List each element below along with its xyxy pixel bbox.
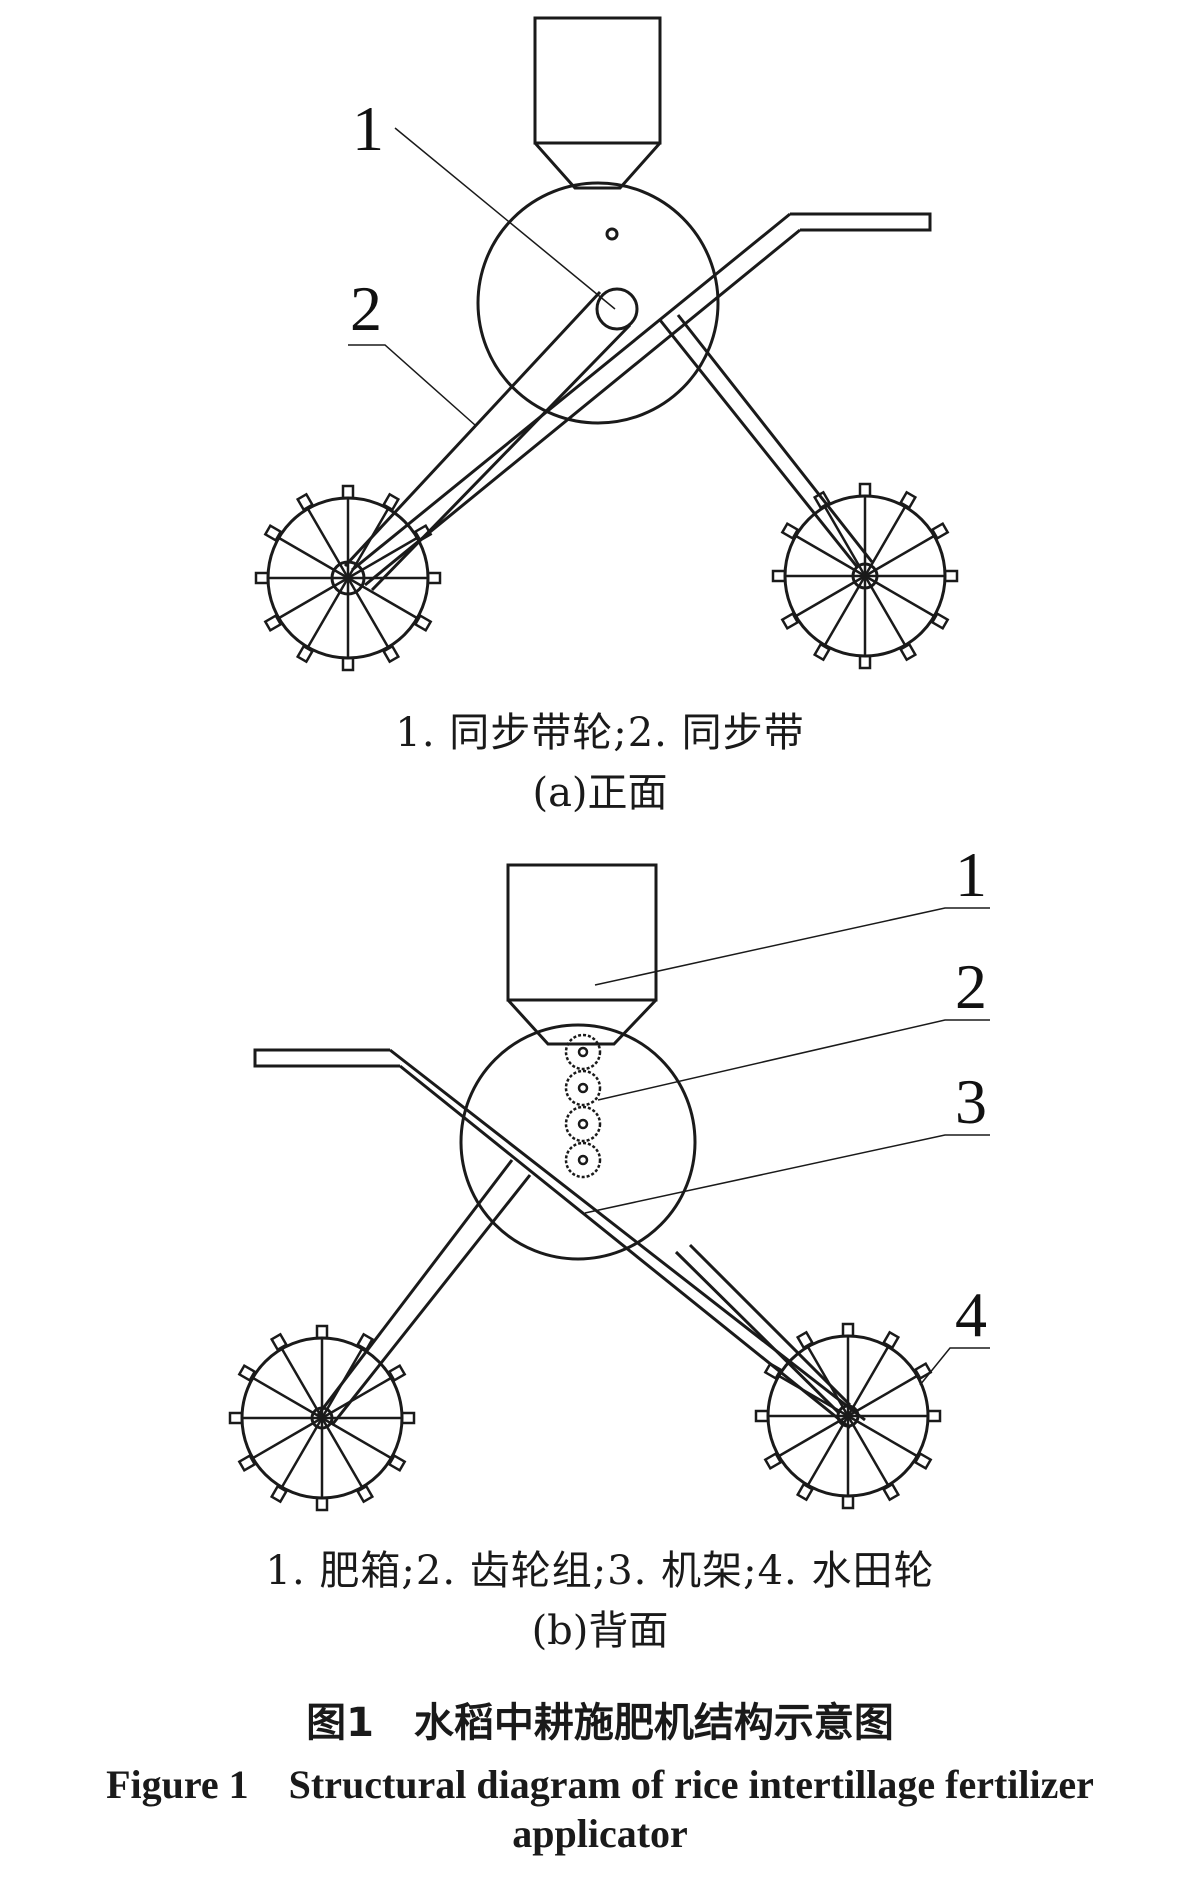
back-leader-3 <box>584 1134 990 1214</box>
front-leader-2 <box>348 344 476 426</box>
back-parts-caption: 1. 肥箱;2. 齿轮组;3. 机架;4. 水田轮 <box>265 1548 935 1594</box>
front-drum-bolt <box>605 227 619 241</box>
back-drum <box>459 1023 697 1261</box>
back-fertilizer-box <box>506 863 658 1002</box>
front-right-wheel <box>771 482 959 670</box>
front-view <box>254 16 959 672</box>
back-left-leg-a <box>316 1159 514 1416</box>
back-callout-2: 2 <box>955 951 987 1022</box>
front-right-leg-b <box>676 314 874 563</box>
back-leader-4 <box>919 1347 990 1386</box>
back-hopper-funnel <box>506 998 658 1046</box>
front-leader-1 <box>394 127 616 310</box>
back-view-caption: (b)背面 <box>531 1608 669 1654</box>
front-sync-belt-upper <box>343 290 602 568</box>
back-left-leg-b <box>330 1174 532 1426</box>
front-sync-pulley <box>595 287 639 331</box>
front-fertilizer-box <box>533 16 662 145</box>
back-callout-3: 3 <box>955 1066 987 1137</box>
front-drum <box>476 181 720 425</box>
figure-title-cn: 图1 水稻中耕施肥机结构示意图 <box>306 1700 894 1746</box>
diagram-canvas <box>228 16 990 1512</box>
front-hopper-funnel <box>533 142 662 190</box>
back-right-wheel <box>754 1322 942 1510</box>
front-frame-handle <box>790 212 932 232</box>
front-frame-diagonal-lower <box>364 228 801 587</box>
back-leader-1 <box>594 907 990 986</box>
back-callout-4: 4 <box>955 1279 987 1350</box>
back-frame-diagonal-upper <box>389 1048 866 1422</box>
back-view <box>228 863 990 1512</box>
front-callout-1: 1 <box>352 93 384 164</box>
back-leader-2 <box>597 1019 990 1101</box>
front-right-leg-a <box>658 319 860 569</box>
front-sync-belt-lower <box>370 323 632 592</box>
back-left-wheel <box>228 1324 416 1512</box>
back-frame-handle <box>253 1048 400 1068</box>
front-view-caption: (a)正面 <box>532 770 668 816</box>
back-right-strut-b <box>674 1250 840 1414</box>
back-frame-diagonal-lower <box>399 1064 851 1430</box>
front-left-wheel <box>254 484 442 672</box>
front-frame-diagonal-upper <box>351 212 791 572</box>
back-gear-set <box>564 1033 602 1179</box>
figure-title-en-line1: Figure 1 Structural diagram of rice inte… <box>106 1762 1094 1807</box>
back-callout-1: 1 <box>955 839 987 910</box>
back-right-strut-a <box>688 1243 852 1407</box>
figure-title-en-line2: applicator <box>512 1811 688 1856</box>
front-callout-2: 2 <box>350 273 382 344</box>
front-parts-caption: 1. 同步带轮;2. 同步带 <box>395 710 805 756</box>
